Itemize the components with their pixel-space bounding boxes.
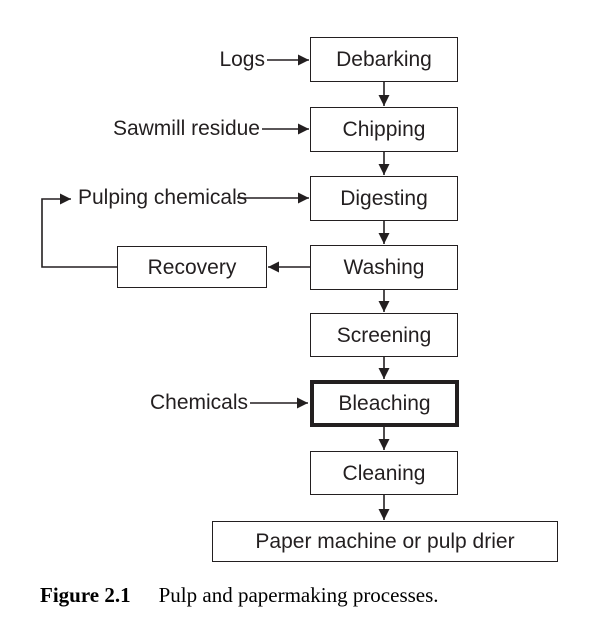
recovery-loop-arrows — [41, 193, 310, 273]
input-label-sawmill-residue: Sawmill residue — [112, 117, 260, 140]
node-washing: Washing — [310, 245, 458, 290]
node-digesting: Digesting — [310, 176, 458, 221]
node-recovery: Recovery — [117, 246, 267, 288]
node-debarking: Debarking — [310, 37, 458, 82]
node-bleaching-emphasized: Bleaching — [310, 380, 459, 427]
input-label-chemicals: Chemicals — [149, 391, 248, 414]
input-label-logs: Logs — [219, 48, 265, 71]
node-paper-machine: Paper machine or pulp drier — [212, 521, 558, 562]
node-chipping: Chipping — [310, 107, 458, 152]
figure-number: Figure 2.1 — [40, 583, 131, 607]
input-label-pulping-chemicals: Pulping chemicals — [78, 186, 248, 209]
figure-caption: Figure 2.1 Pulp and papermaking processes… — [40, 583, 439, 607]
node-cleaning: Cleaning — [310, 451, 458, 495]
figure-caption-text: Pulp and papermaking processes. — [158, 583, 439, 607]
input-arrows — [237, 54, 309, 409]
node-screening: Screening — [310, 313, 458, 357]
